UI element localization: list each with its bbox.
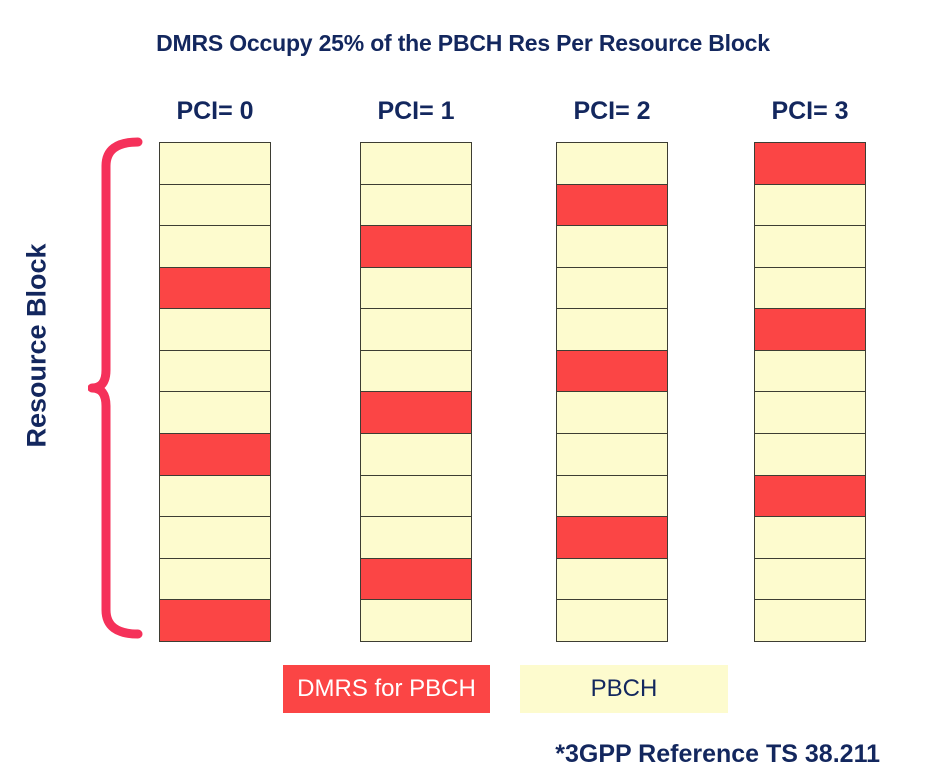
legend-item-pbch: PBCH [520,665,728,713]
resource-element-pbch [754,225,866,268]
resource-element-pbch [556,225,668,268]
resource-element-dmrs [159,266,271,310]
resource-element-pbch [159,391,271,435]
resource-element-pbch [754,391,866,435]
resource-element-pbch [754,599,866,643]
resource-element-dmrs [360,557,472,601]
column-header-pci-3: PCI= 3 [771,97,849,125]
resource-element-dmrs [754,474,866,518]
resource-element-pbch [754,349,866,393]
resource-element-pbch [360,183,472,227]
resource-element-pbch [159,142,271,185]
resource-element-pbch [556,474,668,518]
resource-element-pbch [159,183,271,227]
resource-element-pbch [159,474,271,518]
resource-element-pbch [159,225,271,268]
resource-element-dmrs [556,349,668,393]
resource-element-pbch [556,599,668,643]
footnote-reference: *3GPP Reference TS 38.211 [555,740,880,768]
resource-element-pbch [754,266,866,310]
resource-block-brace [87,134,148,646]
resource-element-pbch [360,308,472,352]
page-title: DMRS Occupy 25% of the PBCH Res Per Reso… [156,30,770,56]
resource-block-column-pci-1 [360,142,472,643]
column-header-pci-0: PCI= 0 [176,97,254,125]
resource-element-pbch [360,266,472,310]
resource-element-pbch [360,474,472,518]
resource-element-pbch [754,516,866,559]
resource-element-pbch [556,557,668,601]
resource-element-pbch [159,516,271,559]
resource-element-dmrs [159,599,271,643]
resource-element-dmrs [556,516,668,559]
legend-item-dmrs: DMRS for PBCH [283,665,490,713]
resource-element-pbch [754,183,866,227]
resource-element-dmrs [360,391,472,435]
resource-element-pbch [556,391,668,435]
resource-element-pbch [159,557,271,601]
resource-element-pbch [159,308,271,352]
resource-element-pbch [556,308,668,352]
resource-element-pbch [556,142,668,185]
resource-element-pbch [754,432,866,476]
column-header-pci-1: PCI= 1 [377,97,455,125]
resource-element-pbch [754,557,866,601]
resource-element-pbch [360,516,472,559]
resource-element-dmrs [754,142,866,185]
resource-element-pbch [360,599,472,643]
resource-element-pbch [556,266,668,310]
resource-element-pbch [360,432,472,476]
resource-element-dmrs [159,432,271,476]
resource-block-column-pci-2 [556,142,668,643]
resource-element-pbch [556,432,668,476]
resource-element-dmrs [754,308,866,352]
resource-element-dmrs [360,225,472,268]
resource-block-column-pci-3 [754,142,866,643]
resource-block-label: Resource Block [21,243,52,448]
column-header-pci-2: PCI= 2 [573,97,651,125]
resource-element-dmrs [556,183,668,227]
resource-element-pbch [360,349,472,393]
resource-block-column-pci-0 [159,142,271,643]
resource-element-pbch [360,142,472,185]
resource-element-pbch [159,349,271,393]
